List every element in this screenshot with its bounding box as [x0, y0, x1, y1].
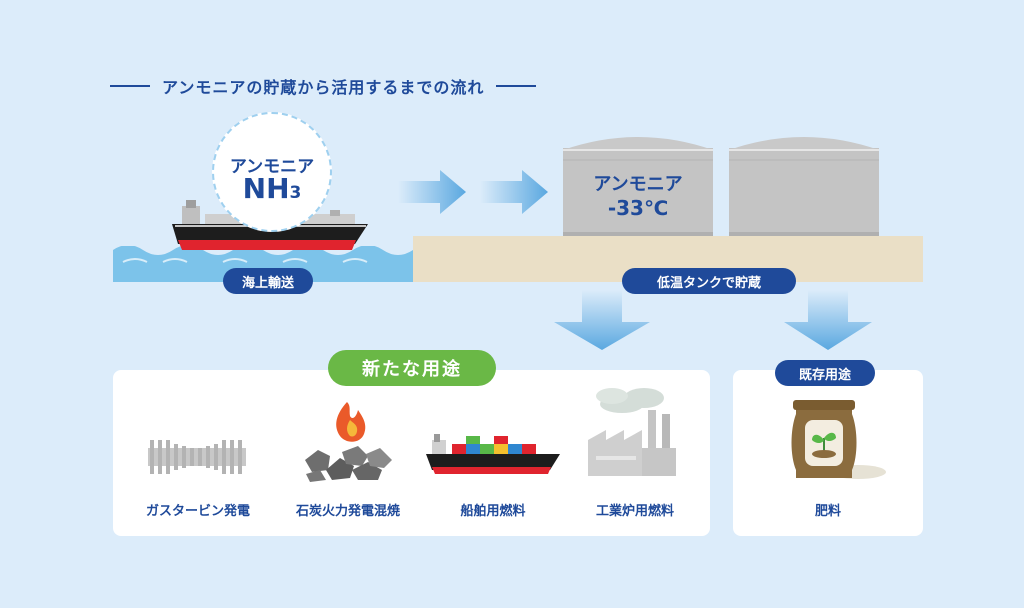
ammonia-bubble — [212, 112, 332, 232]
use-label-industrial-furnace-fuel: 工業炉用燃料 — [595, 504, 674, 519]
tank-substance-name: アンモニア — [593, 174, 683, 195]
flow-arrow-down-new — [554, 290, 650, 350]
use-label-gas-turbine: ガスタービン発電 — [145, 504, 250, 519]
existing-uses-badge: 既存用途 — [775, 360, 875, 386]
new-uses-badge: 新たな用途 — [328, 350, 496, 386]
title-right-rule — [496, 85, 537, 87]
title-left-rule — [110, 85, 150, 87]
tank-temperature: -33℃ — [607, 196, 669, 220]
use-label-coal-co-firing: 石炭火力発電混焼 — [295, 504, 400, 519]
chemical-formula: NH3 — [212, 172, 332, 205]
use-label-fertilizer: 肥料 — [814, 504, 841, 519]
formula-subscript: 3 — [289, 183, 302, 203]
sea-transport-label: 海上輸送 — [223, 268, 313, 294]
flow-arrow-right-2 — [480, 170, 548, 214]
page-title: アンモニアの貯蔵から活用するまでの流れ — [162, 78, 485, 97]
storage-tank-2 — [729, 137, 879, 236]
storage-label: 低温タンクで貯蔵 — [622, 268, 796, 294]
flow-arrow-down-existing — [784, 290, 872, 350]
bubble-substance-name: アンモニア — [229, 157, 315, 177]
formula-main: NH — [242, 172, 290, 205]
use-label-ship-fuel: 船舶用燃料 — [460, 504, 526, 519]
flow-arrow-right-1 — [398, 170, 466, 214]
header-title-row: アンモニアの貯蔵から活用するまでの流れ — [110, 72, 537, 100]
storage-tank-1 — [563, 137, 713, 236]
